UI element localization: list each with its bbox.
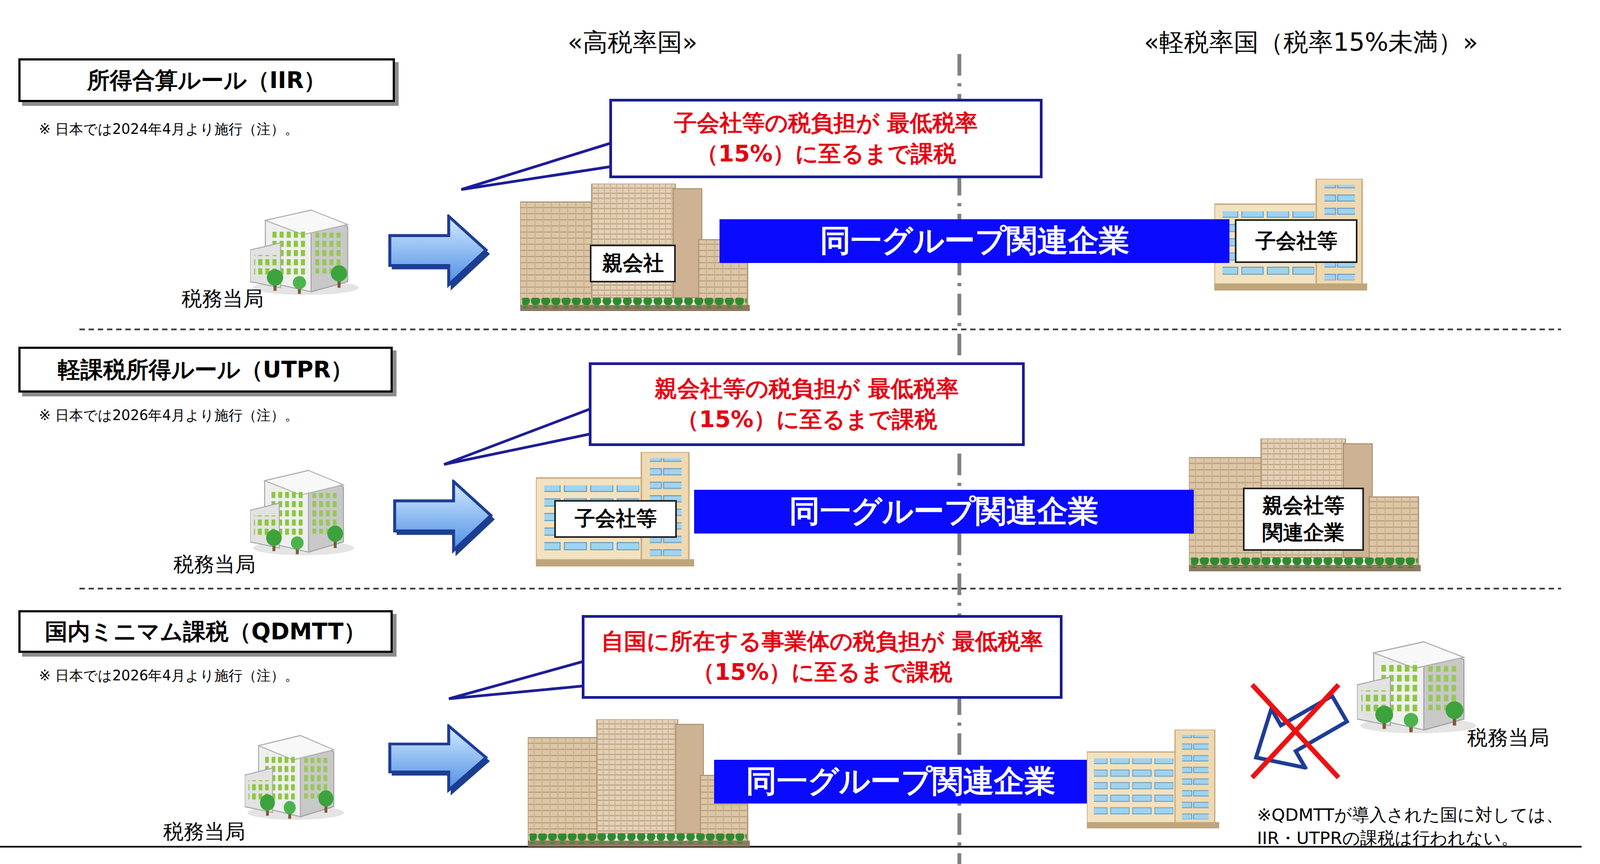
callout-box-text: 親会社等の税負担が 最低税率（15%）に至るまで課税 — [607, 373, 1006, 435]
group-band-text: 同一グループ関連企業 — [745, 761, 1056, 803]
group-band-text: 同一グループ関連企業 — [819, 220, 1130, 262]
authority-label: 税務当局 — [181, 285, 264, 313]
rule-title-box-text: 所得合算ルール（IIR） — [86, 65, 327, 96]
section-divider — [79, 328, 1562, 331]
entity-label-box: 親会社等 関連企業 — [1242, 487, 1364, 551]
entity-label-box-text: 親会社 — [602, 250, 664, 277]
group-band: 同一グループ関連企業 — [719, 219, 1230, 264]
region-heading: «高税率国» — [567, 25, 698, 60]
callout-box: 子会社等の税負担が 最低税率（15%）に至るまで課税 — [609, 98, 1043, 179]
section-divider — [79, 588, 1562, 590]
entity-label-box: 親会社 — [589, 244, 676, 283]
qdmtt-note: ※QDMTTが導入された国に対しては、 IIR・UTPRの課税は行われない。 — [1256, 803, 1564, 851]
rule-title-box-text: 国内ミニマム課税（QDMTT） — [44, 616, 367, 648]
rule-title-box: 国内ミニマム課税（QDMTT） — [18, 610, 393, 654]
entity-label-box: 子会社等 — [1234, 219, 1358, 264]
callout-box-text: 自国に所在する事業体の税負担が 最低税率（15%）に至るまで課税 — [600, 626, 1044, 688]
enforcement-note: ※ 日本では2026年4月より施行（注）。 — [38, 666, 299, 686]
group-band: 同一グループ関連企業 — [694, 489, 1194, 534]
authority-label: 税務当局 — [1467, 724, 1550, 752]
enforcement-note: ※ 日本では2024年4月より施行（注）。 — [38, 119, 299, 139]
callout-box-text: 子会社等の税負担が 最低税率（15%）に至るまで課税 — [628, 108, 1024, 170]
callout-box: 自国に所在する事業体の税負担が 最低税率（15%）に至るまで課税 — [581, 615, 1063, 699]
entity-label-box-text: 子会社等 — [574, 505, 657, 533]
group-band: 同一グループ関連企業 — [714, 760, 1087, 804]
rule-title-box-text: 軽課税所得ルール（UTPR） — [57, 354, 354, 386]
region-heading: «軽税率国（税率15%未満）» — [1144, 25, 1479, 60]
callout-box: 親会社等の税負担が 最低税率（15%）に至るまで課税 — [588, 362, 1025, 447]
rule-title-box: 軽課税所得ルール（UTPR） — [18, 346, 393, 393]
blocked-arrow — [1238, 679, 1357, 787]
enforcement-note: ※ 日本では2026年4月より施行（注）。 — [38, 406, 299, 426]
buildings — [244, 178, 1477, 847]
group-band-text: 同一グループ関連企業 — [789, 491, 1099, 533]
authority-label: 税務当局 — [173, 550, 256, 579]
entity-label-box: 子会社等 — [554, 500, 677, 539]
rule-title-box: 所得合算ルール（IIR） — [18, 58, 395, 103]
entity-label-box-text: 子会社等 — [1255, 227, 1338, 255]
entity-label-box-text: 親会社等 関連企業 — [1251, 492, 1356, 547]
authority-label: 税務当局 — [163, 818, 246, 846]
